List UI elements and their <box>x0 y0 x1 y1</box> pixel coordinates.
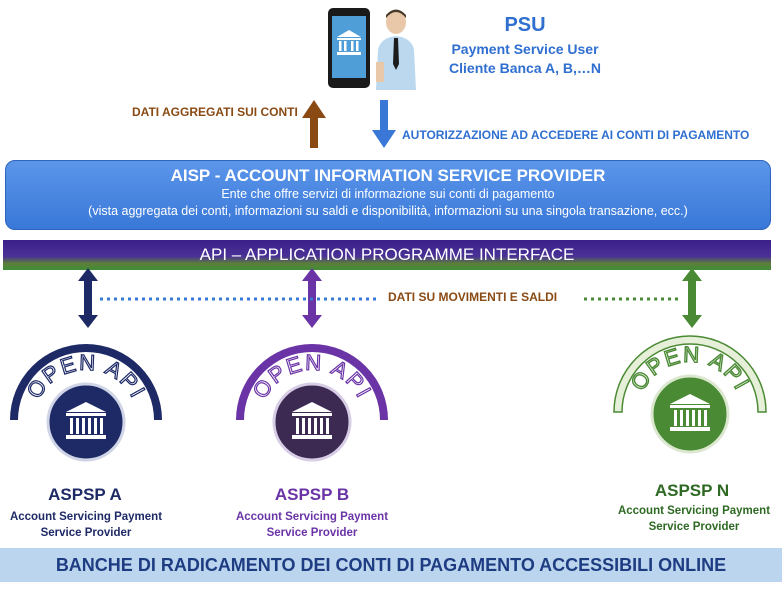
bank-b-arc <box>236 344 388 420</box>
aspsp-n-description: Account Servicing Payment Service Provid… <box>608 503 780 535</box>
aspsp-n-name: ASPSP N <box>654 481 730 500</box>
psu-description: Payment Service User Cliente Banca A, B,… <box>420 40 630 78</box>
smartphone-icon <box>328 8 370 88</box>
bank-n-arc <box>613 335 767 413</box>
aspsp-b-desc-1: Account Servicing Payment <box>235 511 389 523</box>
aisp-title: AISP - ACCOUNT INFORMATION SERVICE PROVI… <box>170 166 606 185</box>
api-bar: API – APPLICATION PROGRAMME INTERFACE <box>3 240 771 270</box>
aisp-description-2: (vista aggregata dei conti, informazioni… <box>88 204 688 218</box>
aspsp-b-desc-2: Service Provider <box>266 527 358 539</box>
bank-a-open-api-badge: OPEN API <box>10 344 162 462</box>
double-arrow-n-icon <box>682 268 702 328</box>
aggregated-data-label: DATI AGGREGATI SUI CONTI <box>132 105 298 119</box>
bank-n-circle <box>650 374 730 454</box>
psu-line-2: Cliente Banca A, B,…N <box>449 60 601 76</box>
aspsp-a-desc-1: Account Servicing Payment <box>9 511 163 523</box>
businessman-icon <box>376 9 416 90</box>
aspsp-a-description: Account Servicing Payment Service Provid… <box>0 509 172 541</box>
aisp-box: AISP - ACCOUNT INFORMATION SERVICE PROVI… <box>5 160 771 230</box>
bank-n-building-icon <box>670 394 710 431</box>
aisp-description-1: Ente che offre servizi di informazione s… <box>221 187 555 201</box>
bank-a-arc <box>10 344 162 420</box>
bank-n-open-api-badge: OPEN API <box>613 335 767 454</box>
psu-title: PSU <box>504 14 546 36</box>
bank-a-building-icon <box>66 402 106 439</box>
aspsp-a-name: ASPSP A <box>48 485 122 504</box>
footer-banner: BANCHE DI RADICAMENTO DEI CONTI DI PAGAM… <box>0 548 782 582</box>
aspsp-b-description: Account Servicing Payment Service Provid… <box>226 509 398 541</box>
arrow-up-icon <box>302 100 326 148</box>
bank-b-open-api-badge: OPEN API <box>236 344 388 462</box>
aspsp-n-desc-2: Service Provider <box>648 521 740 533</box>
psu-line-1: Payment Service User <box>451 41 599 57</box>
arrow-down-icon <box>372 100 396 148</box>
bank-a-circle <box>46 382 126 462</box>
aspsp-b-name: ASPSP B <box>274 485 350 504</box>
authorization-label: AUTORIZZAZIONE AD ACCEDERE AI CONTI DI P… <box>402 128 750 142</box>
aspsp-n-desc-1: Account Servicing Payment <box>617 505 771 517</box>
double-arrow-a-icon <box>78 268 98 328</box>
aspsp-a-desc-2: Service Provider <box>40 527 132 539</box>
bank-icon <box>337 30 361 55</box>
data-flow-connectors <box>78 268 702 328</box>
data-flow-label: DATI SU MOVIMENTI E SALDI <box>388 290 558 304</box>
bank-b-circle <box>272 382 352 462</box>
psu-illustration <box>328 8 416 90</box>
bank-b-building-icon <box>292 402 332 439</box>
